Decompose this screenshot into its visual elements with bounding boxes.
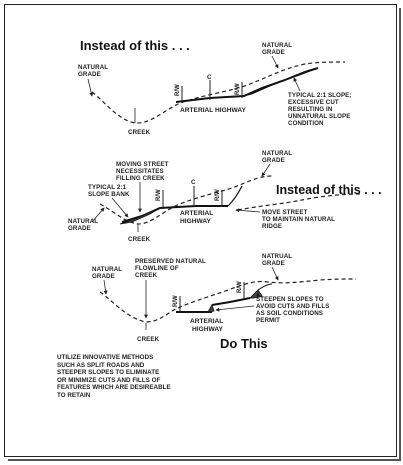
panel-2-road-label-2: HIGHWAY <box>180 218 211 225</box>
panel-1-slope-note-5: CONDITION <box>288 120 324 127</box>
panel-3-steepen-1: STEEPEN SLOPES TO <box>256 296 324 303</box>
panel-3-natural-grade-right-2: GRADE <box>262 260 285 267</box>
panel-1-centerline: C <box>207 74 212 81</box>
panel-2-heading: Instead of this . . . <box>276 183 382 197</box>
panel-1-natural-grade-left-2: GRADE <box>78 71 101 78</box>
panel-2-natural-grade-left-1: NATURAL <box>68 218 98 225</box>
guidance-note: UTILIZE INNOVATIVE METHODS SUCH AS SPLIT… <box>57 354 227 400</box>
guidance-note-line-2: SUCH AS SPLIT ROADS AND <box>57 361 145 369</box>
panel-2-creek: CREEK <box>128 236 151 243</box>
panel-3-rw-left: R/W <box>173 295 179 307</box>
panel-3-preserved-3: CREEK <box>135 272 158 279</box>
panel-1-rw-right: R/W <box>235 83 241 95</box>
panel-1-natural-grade-right-1: NATURAL <box>262 42 292 49</box>
panel-3-heading: Do This <box>220 336 268 351</box>
guidance-note-line-3: STEEPER SLOPES TO ELIMINATE <box>57 369 160 377</box>
panel-2: Instead of this . . . R/W C R/W MOVING S… <box>68 150 382 243</box>
panel-1-road-label: ARTERIAL HIGHWAY <box>180 107 247 114</box>
panel-1-natural-grade-left-1: NATURAL <box>78 64 108 71</box>
panel-3-road-label-1: ARTERIAL <box>190 318 223 325</box>
panel-1-slope-note-2: EXCESSIVE CUT <box>288 99 339 106</box>
panel-2-typical-slope-2: SLOPE BANK <box>88 191 130 198</box>
guidance-note-line-5: FEATURES WHICH ARE DESIREABLE <box>57 384 171 392</box>
panel-3-natural-grade-right-1: NATRUAL <box>262 253 292 260</box>
panel-1-slope-note-4: UNNATURAL SLOPE <box>288 113 350 120</box>
panel-3-steepen-3: AS SOIL CONDITIONS <box>256 310 323 317</box>
panel-3-steepen-4: PERMIT <box>256 317 280 324</box>
guidance-note-line-6: TO RETAIN <box>57 391 91 399</box>
panel-2-move-street-1: MOVE STREET <box>262 209 308 216</box>
panel-3-steepened-slope <box>207 289 263 313</box>
frame-shadow <box>8 8 401 461</box>
panel-2-centerline: C <box>191 179 196 186</box>
panel-1-heading: Instead of this . . . <box>80 38 190 53</box>
panel-2-move-street-2: TO MAINTAIN NATURAL <box>262 216 335 223</box>
panel-1-creek: CREEK <box>128 129 151 136</box>
panel-2-natural-grade-left-2: GRADE <box>68 225 91 232</box>
panel-3-steepen-2: AVOID CUTS AND FILLS <box>256 303 330 310</box>
panel-3-rw-right: R/W <box>237 281 243 293</box>
panel-2-moving-street-1: MOVING STREET <box>116 161 169 168</box>
panel-1-cut-slope <box>247 67 319 96</box>
panel-2-move-street-3: RIDGE <box>262 223 282 230</box>
panel-3-preserved-1: PRESERVED NATURAL <box>135 258 206 265</box>
panel-2-moving-street-2: NECESSITATES <box>116 168 164 175</box>
panel-1-slope-note-3: RESULTING IN <box>288 106 333 113</box>
panel-2-natural-ridge-line <box>237 193 361 211</box>
panel-2-natural-grade-right-2: GRADE <box>262 157 285 164</box>
panel-1-natural-grade-line <box>91 61 346 124</box>
panel-3-preserved-2: FLOWLINE OF <box>135 265 179 272</box>
panel-1-natural-grade-right-2: GRADE <box>262 49 285 56</box>
panel-1-slope-note-1: TYPICAL 2:1 SLOPE; <box>288 92 352 99</box>
panel-2-natural-grade-right-1: NATURAL <box>262 150 292 157</box>
panel-3-road-label-2: HIGHWAY <box>192 326 223 333</box>
panel-3-natural-grade-left-1: NATURAL <box>92 266 122 273</box>
panel-2-rw-right: R/W <box>215 189 221 201</box>
panel-2-rw-left: R/W <box>156 189 162 201</box>
panel-3: Do This R/W R/W NATURAL GRADE PRESERVED … <box>92 253 357 351</box>
panel-3-natural-grade-left-2: GRADE <box>92 273 115 280</box>
guidance-note-line-1: UTILIZE INNOVATIVE METHODS <box>57 354 154 361</box>
panel-3-creek: CREEK <box>137 336 160 343</box>
panel-2-typical-slope-1: TYPICAL 2:1 <box>88 184 127 191</box>
panel-3-road-section-right <box>211 297 251 306</box>
panel-2-moving-street-3: FILLING CREEK <box>116 175 165 182</box>
panel-2-road-label-1: ARTERIAL <box>180 210 213 217</box>
panel-1-rw-left: R/W <box>175 84 181 96</box>
panel-2-fill-slope <box>119 207 161 225</box>
guidance-note-line-4: OR MINIMIZE CUTS AND FILLS OF <box>57 376 161 384</box>
figure-frame <box>4 4 397 457</box>
panel-1: Instead of this . . . R/W C R/W NATURAL … <box>78 38 352 136</box>
